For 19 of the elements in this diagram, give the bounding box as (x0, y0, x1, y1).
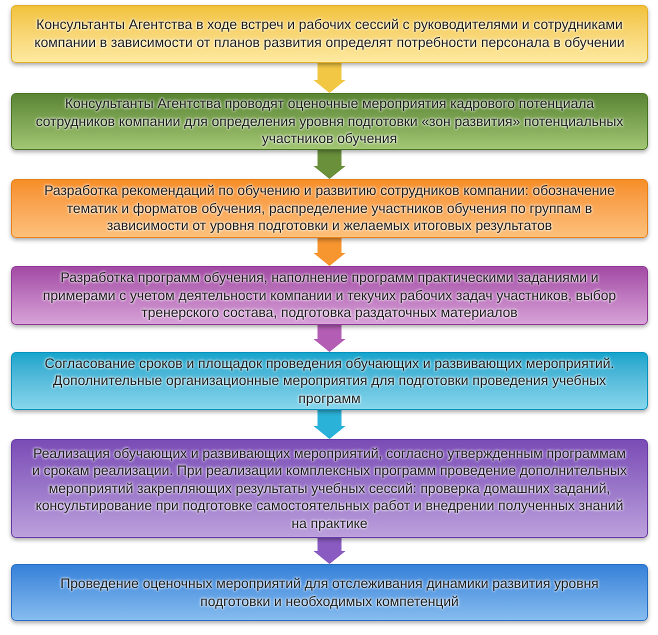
step-text: Согласование сроков и площадок проведения обучающих и развивающих мероприятий. Дополнительные организационные мероприятия для подготовки проведения учебных программ (44, 354, 616, 408)
arrow (314, 325, 346, 352)
arrow (314, 410, 346, 439)
process-box (11, 564, 648, 621)
step-text: Проведение оценочных мероприятий для отслеживания динамики развития уровня подготовки и необходимых компетенций (59, 574, 600, 610)
arrow (314, 150, 346, 179)
process-box (11, 439, 648, 538)
step-text: Разработка рекомендаций по обучению и развитию сотрудников компании: обозначение тематик и форматов обучения, распределение участников обучения по группам в зависимости от уровня подготовки и желаемых итоговых результатов (43, 182, 616, 235)
step-text: Консультанты Агентства в ходе встреч и рабочих сессий с руководителями и сотрудниками компании в зависимости от планов развития определят потребности персонала в обучении (33, 16, 626, 52)
process-box (11, 352, 648, 410)
step-text: Разработка программ обучения, наполнение программ практическими заданиями и примерами с учетом деятельности компании и текучих рабочих задач участников, выбор тренерского состава, подготовка раздаточных материалов (42, 269, 618, 322)
arrow (314, 238, 346, 266)
step-text: Реализация обучающих и развивающих мероприятий, согласно утвержденным программам и срокам реализации. При реализации комплексных программ проведение дополнительных мероприятий закрепляющих результаты учебных сессий: проверка домашних заданий, консультирование при подготовке самостоятельных работ и внедрении полученных знаний на практике (31, 444, 628, 532)
arrow (314, 63, 346, 93)
step-text: Консультанты Агентства проводят оценочные мероприятия кадрового потенциала сотрудников компании для определения уровня подготовки «зон развития» потенциальных участников обучения (34, 95, 624, 148)
process-box (11, 179, 648, 238)
process-box (11, 5, 648, 63)
arrow (314, 538, 346, 564)
process-box (11, 266, 648, 325)
